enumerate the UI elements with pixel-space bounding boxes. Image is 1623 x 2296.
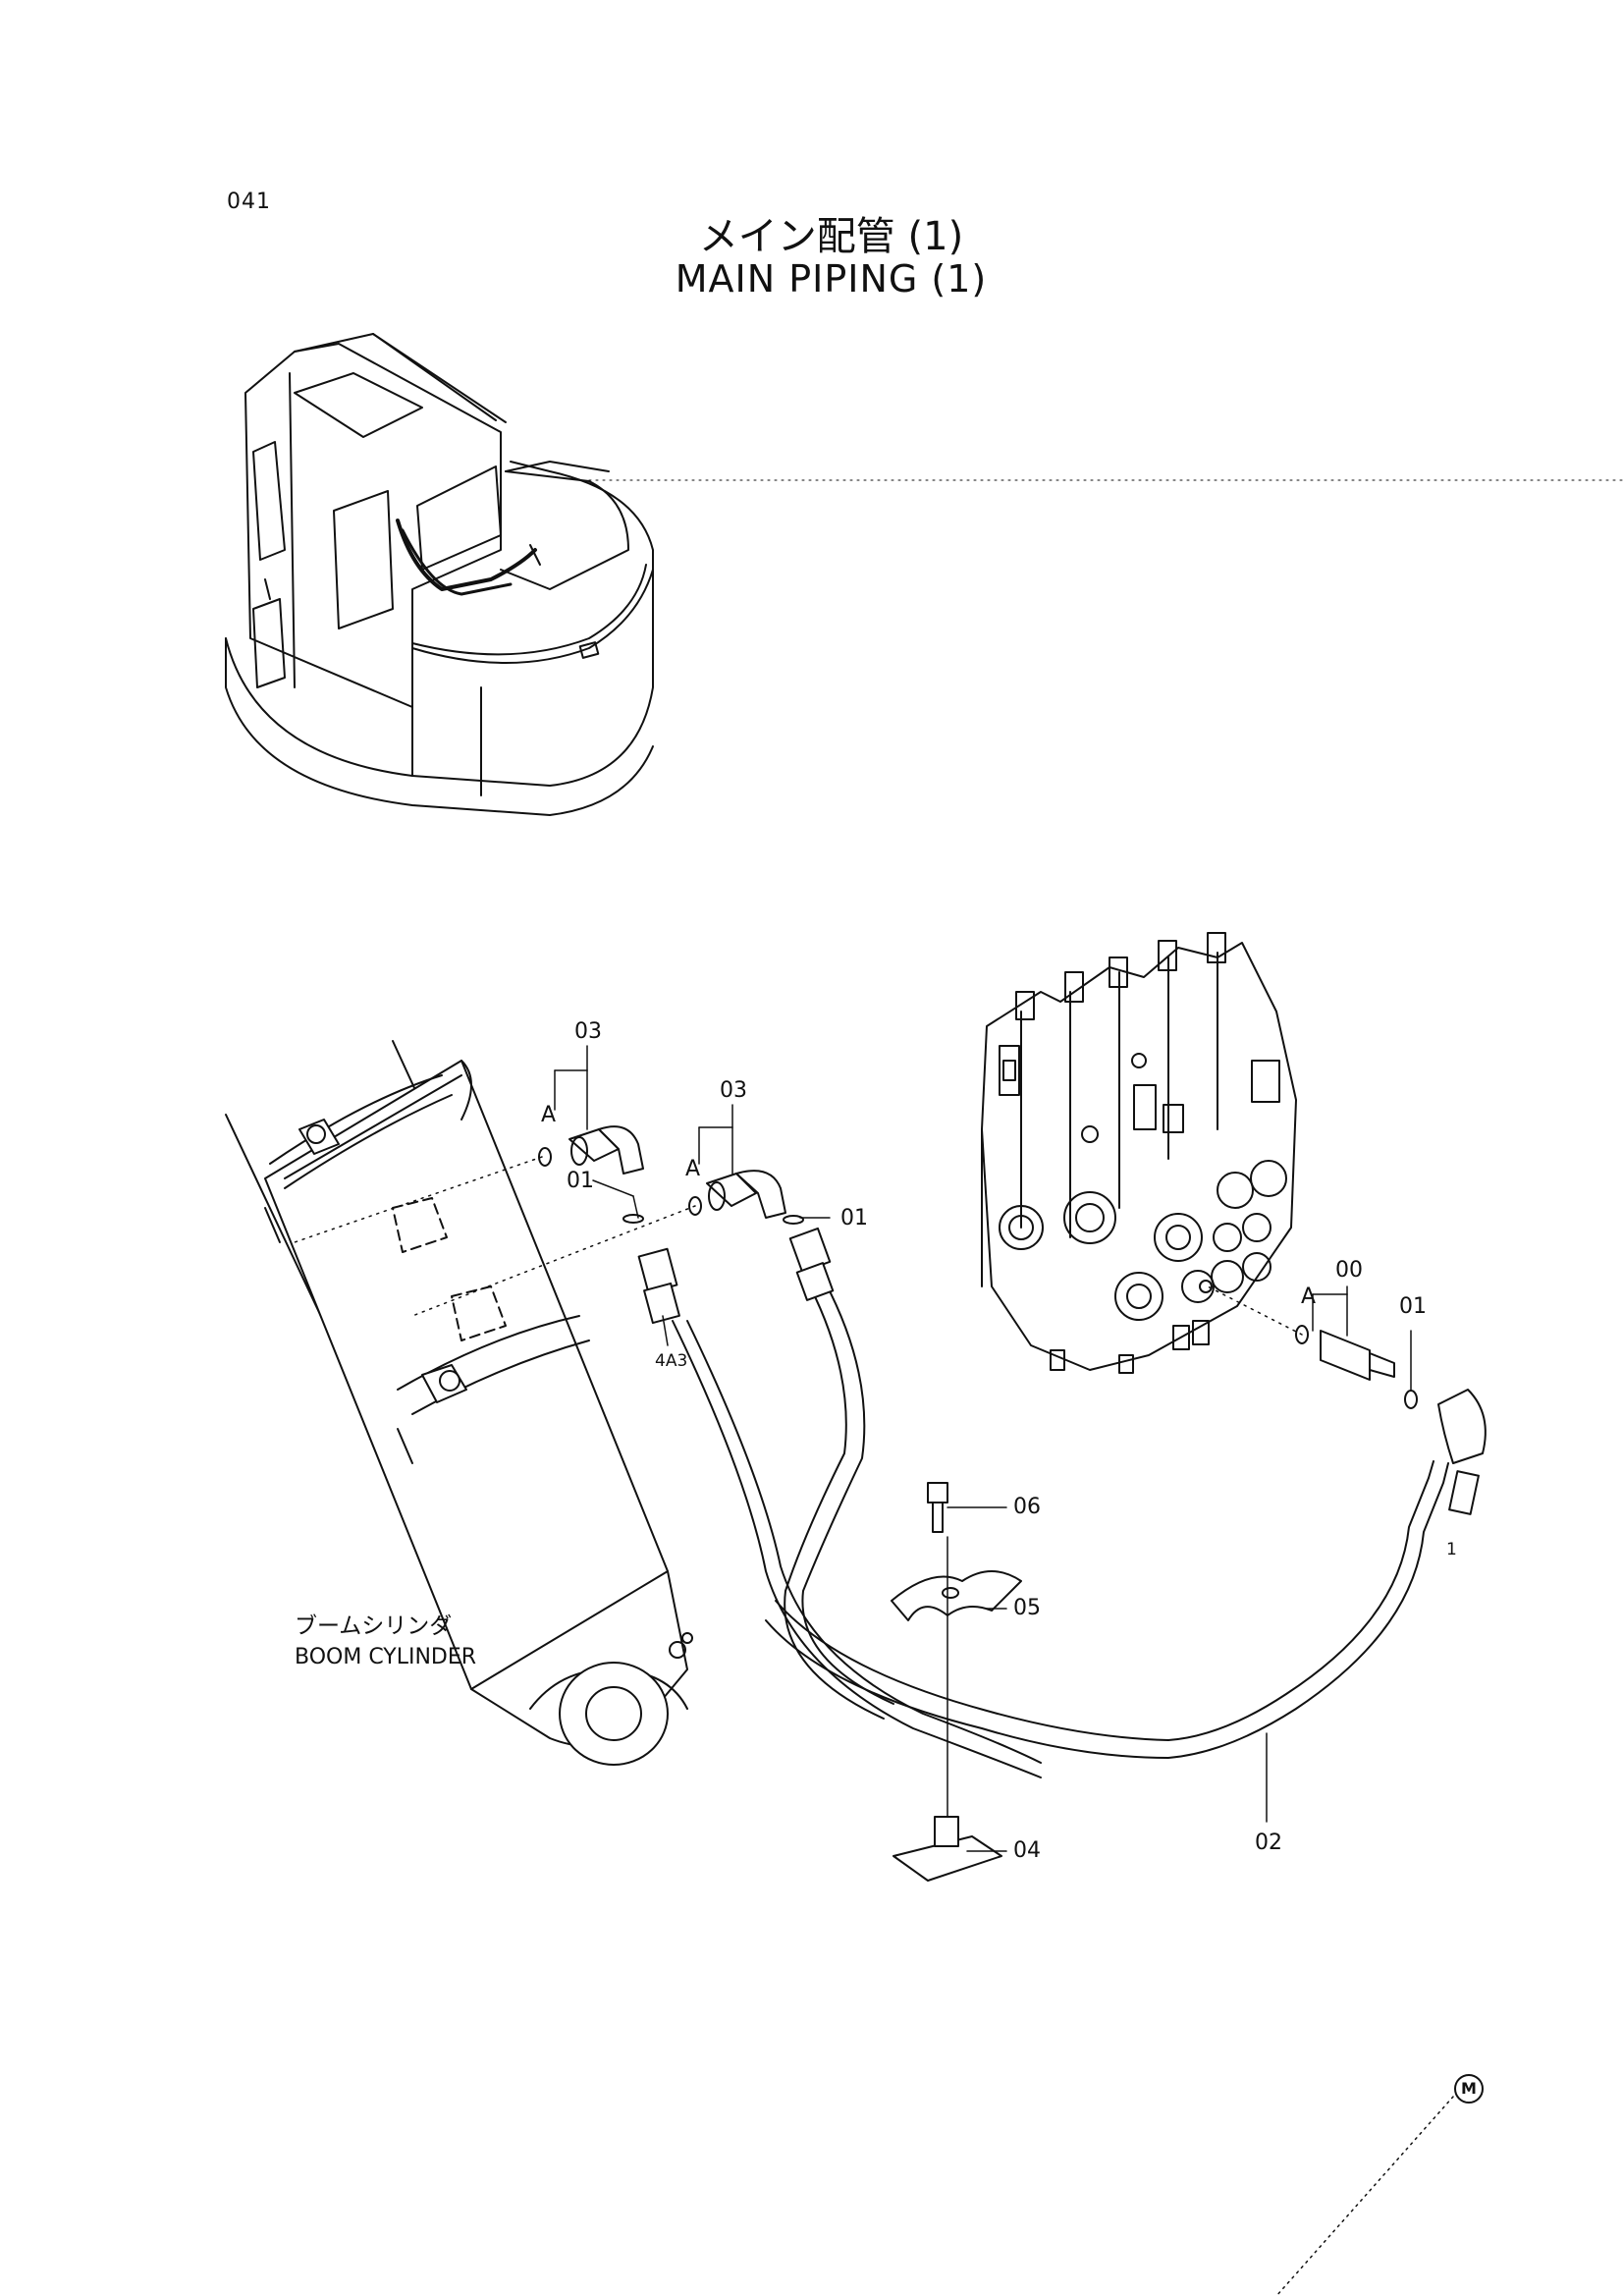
callout-03-right: 03: [720, 1078, 747, 1103]
page-title-en: MAIN PIPING (1): [675, 257, 988, 301]
page-number: 041: [227, 190, 271, 214]
detail-a-label-3: A: [1301, 1285, 1317, 1309]
detail-a-label-2: A: [685, 1157, 701, 1181]
callout-04: 04: [1013, 1838, 1041, 1863]
control-valve-illustration: [982, 933, 1296, 1373]
excavator-overview-illustration: [226, 334, 653, 815]
boom-cylinder-illustration: [226, 1041, 692, 1765]
callout-leaders: [295, 1046, 1453, 2296]
hose-tag-1: 1: [1446, 1540, 1457, 1559]
detail-a-label-1: A: [541, 1103, 557, 1127]
elbow-fittings: [539, 1126, 1417, 1408]
callout-00: 00: [1335, 1258, 1363, 1283]
boom-cylinder-label-jp: ブームシリンダ: [295, 1613, 453, 1639]
page-title-jp: メイン配管 (1): [698, 214, 964, 259]
callout-02: 02: [1255, 1831, 1282, 1855]
m-mark-label: M: [1461, 2079, 1477, 2098]
m-mark-circle: [1455, 2075, 1483, 2103]
clamp-parts: [892, 1483, 1021, 1881]
boom-cylinder-label-en: BOOM CYLINDER: [295, 1645, 477, 1669]
callout-01-middle: 01: [840, 1206, 868, 1230]
hose-assembly: [639, 1229, 1486, 1777]
callout-01-right: 01: [1399, 1294, 1427, 1319]
callout-01-left: 01: [567, 1169, 594, 1193]
hose-tag-4a3: 4A3: [655, 1351, 688, 1371]
callout-06: 06: [1013, 1495, 1041, 1519]
callout-05: 05: [1013, 1596, 1041, 1620]
callout-03-left: 03: [574, 1019, 602, 1044]
